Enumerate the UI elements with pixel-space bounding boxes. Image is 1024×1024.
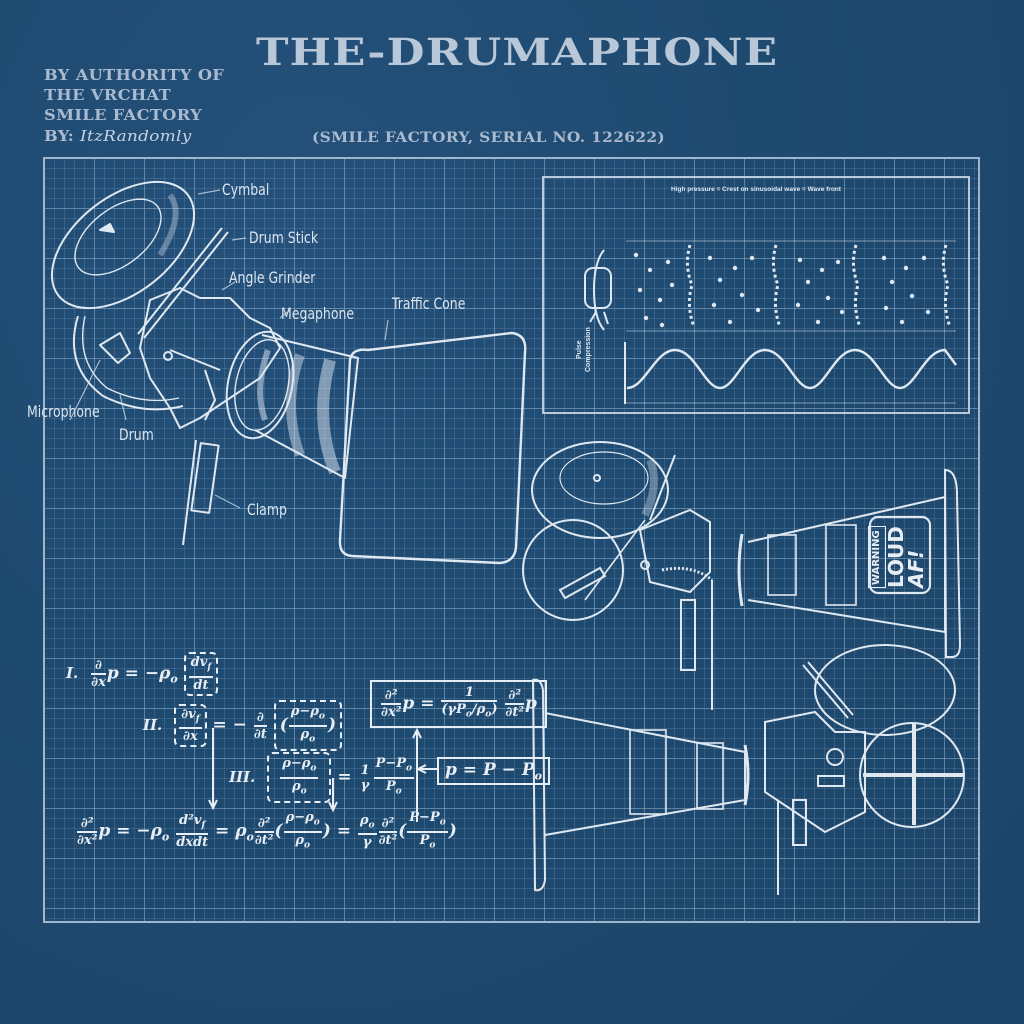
cymbal-icon (531, 441, 669, 539)
cymbal-icon (50, 180, 196, 310)
equation-1-label: I. (66, 664, 79, 683)
byline-prefix: BY: (44, 128, 75, 145)
clamp-icon (680, 599, 696, 671)
authority-line-3: SMILE FACTORY (44, 107, 203, 124)
warning-sign (868, 515, 932, 595)
serial-subtitle: (SMILE FACTORY, SERIAL NO. 122622) (312, 130, 666, 146)
label-drum: Drum (119, 425, 154, 444)
author-signature: ItzRandomly (80, 127, 192, 145)
label-megaphone: Megaphone (281, 304, 355, 323)
label-clamp: Clamp (247, 500, 287, 519)
equation-2-label: II. (143, 716, 163, 735)
megaphone-icon (743, 744, 750, 806)
label-drum-stick: Drum Stick (249, 228, 319, 247)
sound-wave-panel: High pressure = Crest on sinusoidal wave… (542, 176, 970, 414)
angle-grinder-icon (764, 710, 866, 834)
drum-icon (72, 315, 184, 411)
label-angle-grinder: Angle Grinder (229, 268, 316, 287)
byline: BY: ItzRandomly (44, 126, 224, 147)
page-title: THE-DRUMAPHONE (256, 30, 779, 74)
equation-3-label: III. (229, 768, 256, 787)
authority-line-1: BY AUTHORITY OF (44, 67, 225, 84)
blueprint-grid-frame (43, 157, 980, 923)
traffic-cone-icon (254, 331, 527, 565)
drum-stick-icon (137, 227, 229, 339)
wave-caption: High pressure = Crest on sinusoidal wave… (671, 186, 841, 193)
drum-icon (522, 519, 624, 621)
angle-grinder-icon (638, 508, 711, 594)
label-traffic-cone: Traffic Cone (392, 294, 466, 313)
pressure-definition-box: p = P − Po (437, 757, 550, 786)
leader-lines (69, 189, 389, 509)
cymbal-icon (814, 644, 956, 736)
authority-line-2: THE VRCHAT (44, 87, 171, 104)
authority-block: BY AUTHORITY OF THE VRCHAT SMILE FACTORY… (44, 66, 224, 147)
clamp-icon (182, 439, 220, 546)
megaphone-icon (737, 533, 744, 607)
sine-wave (624, 342, 957, 404)
traffic-cone-icon (544, 712, 746, 836)
clamp-icon (792, 799, 807, 846)
label-microphone: Microphone (27, 402, 100, 421)
speaker-icon (584, 249, 612, 331)
label-cymbal: Cymbal (222, 180, 270, 199)
particle-dots (633, 252, 931, 328)
angle-grinder-icon (99, 287, 281, 429)
megaphone-icon (225, 330, 295, 440)
